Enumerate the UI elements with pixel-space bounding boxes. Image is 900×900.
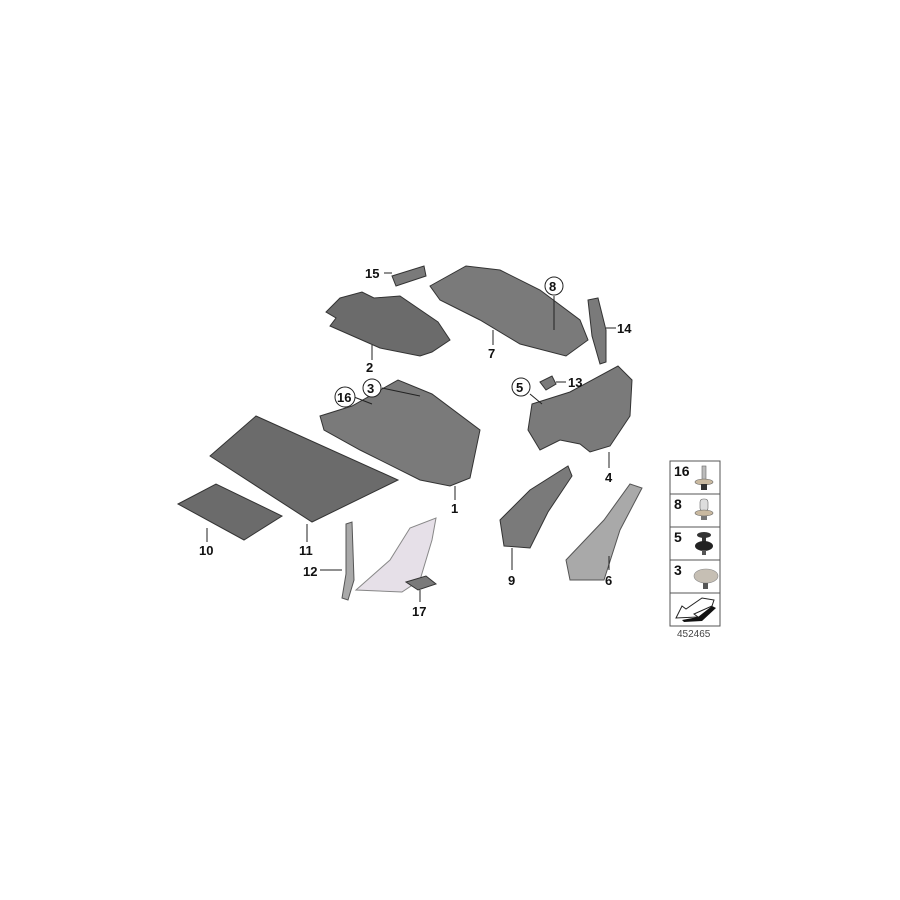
fastener-legend: 16 8 5 3	[669, 460, 721, 627]
part-7-shelf[interactable]	[429, 265, 589, 357]
callout-14: 14	[617, 321, 632, 336]
callout-16: 16	[337, 390, 351, 405]
legend-item-16: 16	[674, 463, 690, 479]
clip-with-washer-icon	[694, 465, 714, 490]
push-rivet-black-icon	[695, 532, 713, 555]
callout-1: 1	[451, 501, 458, 516]
callout-10: 10	[199, 543, 213, 558]
part-17-bracket[interactable]	[404, 575, 438, 591]
callout-2: 2	[366, 360, 373, 375]
part-13[interactable]	[539, 375, 557, 391]
callout-12: 12	[303, 564, 317, 579]
legend-item-3: 3	[674, 562, 682, 578]
part-14[interactable]	[587, 297, 607, 365]
callout-5: 5	[516, 380, 523, 395]
callout-4: 4	[605, 470, 613, 485]
part-9[interactable]	[499, 465, 573, 549]
legend-item-8: 8	[674, 496, 682, 512]
document-number: 452465	[677, 629, 711, 640]
part-4-wheel-arch-insulation[interactable]	[527, 365, 633, 453]
callout-3: 3	[367, 381, 374, 396]
callout-7: 7	[488, 346, 495, 361]
callout-15: 15	[365, 266, 379, 281]
round-plug-icon	[693, 568, 719, 589]
callout-8: 8	[549, 279, 556, 294]
part-2-mat[interactable]	[325, 291, 451, 357]
direction-arrow-icon	[675, 597, 716, 622]
part-11-mat[interactable]	[209, 415, 400, 523]
callout-17: 17	[412, 604, 426, 619]
part-1-floor-insulation[interactable]	[319, 379, 481, 487]
callout-13: 13	[568, 375, 582, 390]
part-12-trim[interactable]	[341, 521, 355, 601]
part-15[interactable]	[391, 265, 427, 287]
part-10-mat[interactable]	[176, 483, 284, 541]
callout-6: 6	[605, 573, 612, 588]
expanding-rivet-icon	[694, 498, 714, 520]
callout-9: 9	[508, 573, 515, 588]
part-6[interactable]	[565, 483, 643, 581]
part-17-pillar-trim[interactable]	[354, 517, 437, 593]
callout-11: 11	[299, 543, 313, 558]
legend-item-5: 5	[674, 529, 682, 545]
